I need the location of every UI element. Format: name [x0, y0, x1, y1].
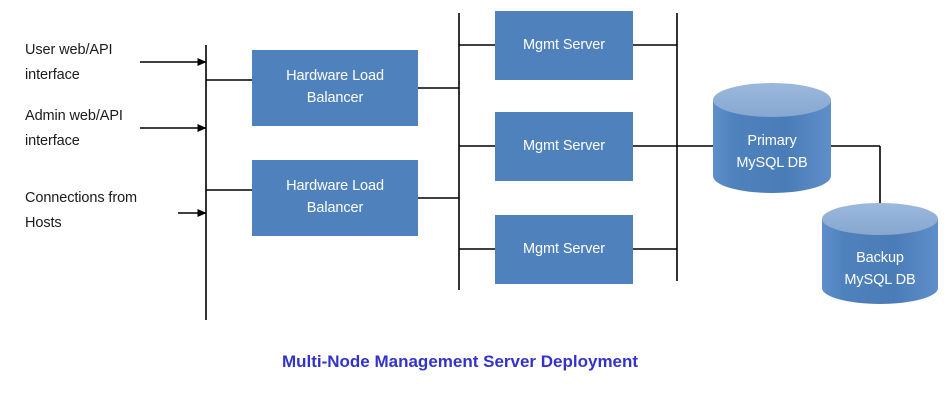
database-cylinder-backup	[822, 203, 938, 304]
node-mgmt-server-1[interactable]: Mgmt Server	[495, 11, 633, 80]
input-label-user-interface: User web/API interface	[25, 42, 113, 83]
input-label-host-connections: Connections from Hosts	[25, 190, 138, 231]
input-label-admin-interface: Admin web/API interface	[25, 108, 123, 149]
node-mgmt-server-2[interactable]: Mgmt Server	[495, 112, 633, 181]
diagram-title: Multi-Node Management Server Deployment	[281, 352, 639, 371]
node-hardware-load-balancer-1[interactable]: Hardware Load Balancer	[252, 50, 418, 126]
database-cylinder-primary	[713, 83, 831, 193]
node-hardware-load-balancer-2[interactable]: Hardware Load Balancer	[252, 160, 418, 236]
node-mgmt-server-3[interactable]: Mgmt Server	[495, 215, 633, 284]
